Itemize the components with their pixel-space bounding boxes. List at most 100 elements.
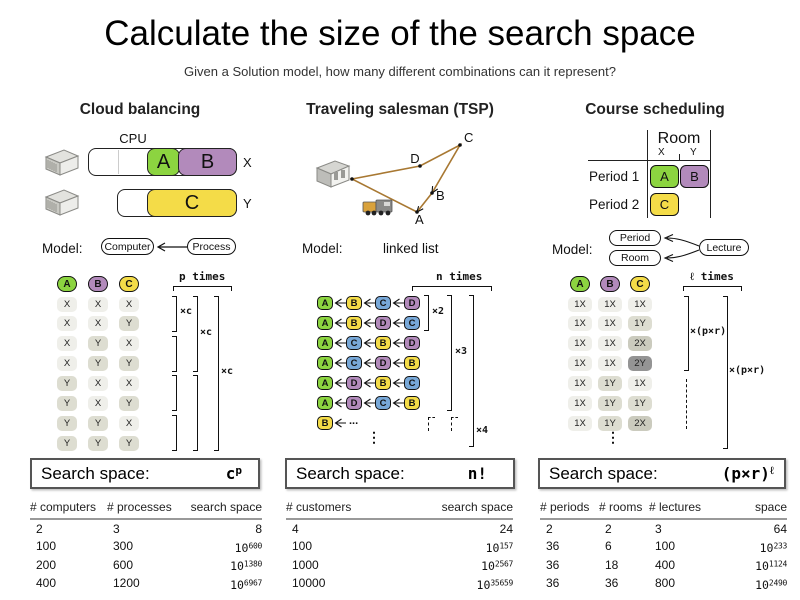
- n-times-label: n times: [436, 270, 483, 283]
- combo-cell: 1X: [568, 356, 592, 371]
- left-arrow-icon: [333, 416, 346, 435]
- combo-cell: 1Y: [598, 396, 622, 411]
- chain-node: D: [346, 376, 362, 390]
- combo-cell: Y: [88, 436, 108, 451]
- power-value: 101380: [230, 559, 262, 573]
- left-arrow-icon: [391, 356, 404, 375]
- chain-node: A: [317, 396, 333, 410]
- combo-cell: Y: [119, 396, 139, 411]
- chain-node: B: [375, 336, 391, 350]
- left-arrow-icon: [391, 316, 404, 335]
- combo-cell: 2Y: [628, 356, 652, 371]
- combo-cell: Y: [88, 416, 108, 431]
- city-label-c: C: [464, 130, 473, 145]
- combo-cell: X: [119, 336, 139, 351]
- times-2-label: ×2: [432, 306, 445, 317]
- left-arrow-icon: [333, 316, 346, 335]
- table-header-cell: search space: [416, 499, 513, 520]
- warehouse-icon: [315, 160, 351, 188]
- times-4-label: ×4: [476, 425, 489, 436]
- bracket: [469, 295, 474, 447]
- computer-y-label: Y: [243, 196, 252, 211]
- combo-cell: X: [119, 376, 139, 391]
- city-label-d: D: [410, 151, 419, 166]
- period-2-label: Period 2: [589, 197, 640, 212]
- table-cell: 102490: [719, 574, 787, 593]
- room-label: Room: [657, 130, 701, 147]
- table-cell: 36: [546, 576, 560, 590]
- left-arrow-icon: [362, 296, 375, 315]
- bracket: [424, 295, 429, 331]
- combo-cell: X: [88, 297, 108, 312]
- table-cell: 10233: [719, 537, 788, 556]
- course-column-header: Course scheduling: [585, 101, 725, 118]
- combo-cell: X: [88, 316, 108, 331]
- search-space-label: Search space:: [41, 463, 150, 483]
- table-cell: 400: [655, 557, 676, 572]
- left-arrow-icon: [362, 336, 375, 355]
- chain-node: C: [404, 376, 420, 390]
- lecture-box-a: A: [650, 165, 679, 188]
- process-model-box: Process: [187, 238, 236, 255]
- search-space-label: Search space:: [549, 463, 658, 483]
- combo-cell: Y: [88, 336, 108, 351]
- times-pr-label: ×(p×r): [729, 365, 766, 376]
- table-cell: 100: [655, 539, 676, 553]
- left-arrow-icon: [362, 356, 375, 375]
- combo-cell: 1X: [628, 297, 652, 312]
- cpu-divider: [118, 150, 119, 174]
- table-header-cell: # lectures: [649, 499, 719, 520]
- table-cell: 10157: [416, 537, 514, 556]
- server-icon: [44, 148, 80, 182]
- table-cell: 300: [113, 539, 134, 553]
- search-space-label: Search space:: [296, 463, 405, 483]
- vertical-ellipsis: ⋮: [606, 429, 620, 445]
- table-cell: 1035659: [416, 574, 514, 593]
- combo-cell: X: [119, 297, 139, 312]
- chain-node: D: [404, 336, 420, 350]
- cpu-label: CPU: [119, 131, 147, 146]
- left-arrow-icon: [333, 396, 346, 415]
- exponent: 6967: [243, 578, 262, 587]
- table-cell: 400: [36, 576, 57, 590]
- exponent: 1380: [243, 559, 262, 569]
- left-arrow-icon: [362, 316, 375, 335]
- chain-node: A: [317, 376, 333, 390]
- table-cell: 200: [36, 557, 57, 572]
- times-c-label: ×c: [180, 306, 193, 317]
- chain-node: D: [375, 316, 391, 330]
- table-cell: 100: [36, 539, 57, 553]
- chain-node: A: [317, 356, 333, 370]
- combo-cell: 1Y: [598, 416, 622, 431]
- table-cell: 101380: [185, 556, 262, 575]
- course-model-label: Model:: [552, 242, 593, 257]
- chain-node: B: [404, 356, 420, 370]
- combo-cell: Y: [57, 396, 77, 411]
- combo-badge: C: [630, 276, 650, 292]
- exponent: 35659: [490, 578, 513, 587]
- process-block-a: A: [147, 148, 180, 176]
- computer-x-label: X: [243, 155, 252, 170]
- tsp-model-label: Model:: [302, 241, 343, 256]
- l-times-bracket: [683, 286, 742, 291]
- combo-cell: Y: [119, 316, 139, 331]
- table-cell: 2: [546, 522, 553, 536]
- left-arrow-icon: [391, 376, 404, 395]
- cloud-model-label: Model:: [42, 241, 83, 256]
- grid-line: [588, 160, 711, 162]
- table-cell: 36: [546, 539, 560, 553]
- chain-node: D: [346, 396, 362, 410]
- left-arrow-icon: [362, 376, 375, 395]
- combo-cell: Y: [119, 356, 139, 371]
- table-cell: 3: [655, 522, 662, 536]
- lecture-box-b: B: [680, 165, 709, 188]
- combo-cell: 1X: [568, 297, 592, 312]
- bracket: [172, 336, 177, 372]
- table-cell: 64: [773, 522, 787, 536]
- power-value: 10233: [759, 540, 788, 555]
- n-times-bracket: [412, 286, 492, 291]
- left-arrow-icon: [333, 376, 346, 395]
- l-times-label: ℓ times: [690, 270, 734, 283]
- table-cell: 18: [605, 557, 619, 572]
- left-arrow-icon: [391, 296, 404, 315]
